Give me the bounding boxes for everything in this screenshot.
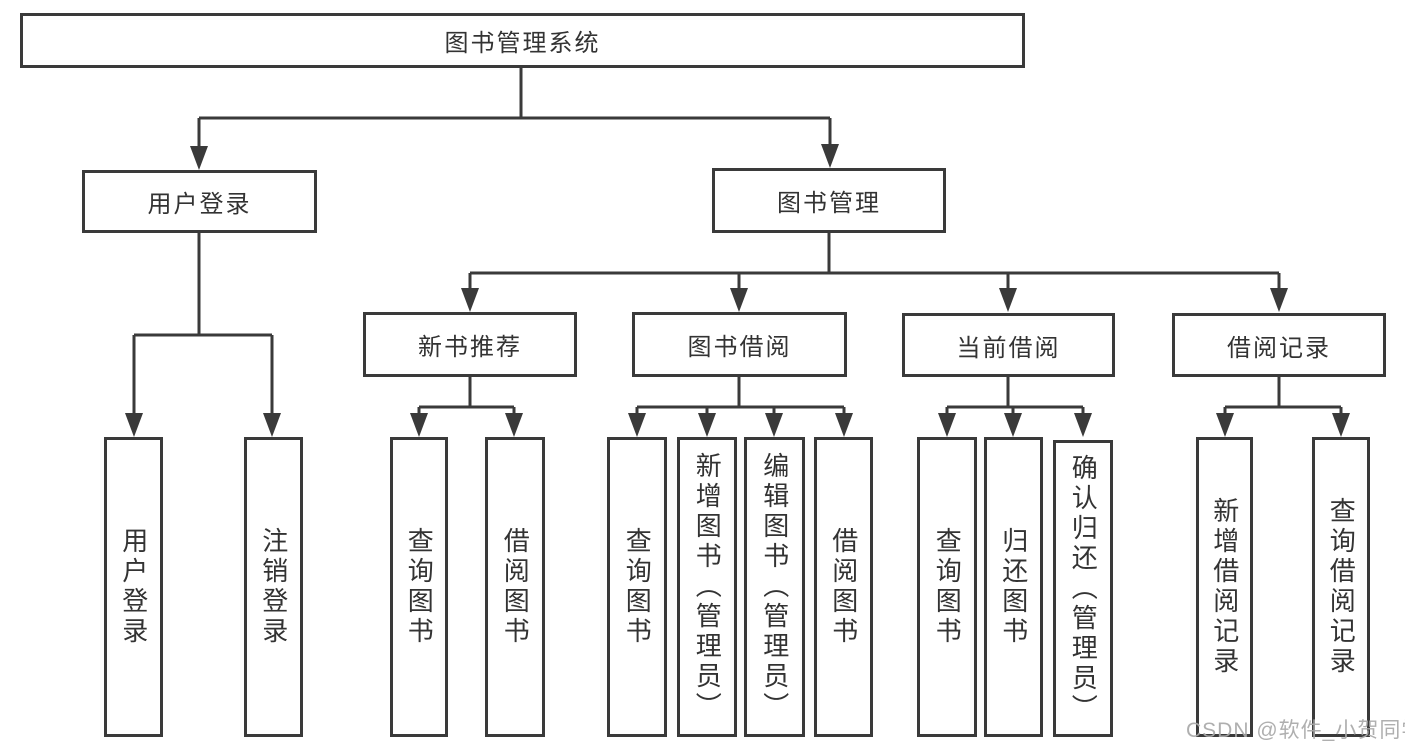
node-current-borrowing-label: 当前借阅 xyxy=(956,334,1061,362)
node-borrowing-records-label: 借阅记录 xyxy=(1227,334,1331,362)
leaf-add-borrow-record: 新增借阅记录 xyxy=(1196,437,1253,737)
leaf-query-books-borrowing: 查询图书 xyxy=(607,437,667,737)
leaf-borrow-books-borrowing: 借阅图书 xyxy=(814,437,873,737)
watermark: CSDN @软件_小贺同学 xyxy=(1186,719,1405,742)
leaf-query-books-borrowing-label: 查询图书 xyxy=(622,527,653,647)
leaf-user-login-label: 用户登录 xyxy=(118,527,149,647)
leaf-logout-login: 注销登录 xyxy=(244,437,303,737)
leaf-logout-login-label: 注销登录 xyxy=(258,527,289,647)
leaf-query-books-recommend-label: 查询图书 xyxy=(404,527,435,647)
node-book-management-label: 图书管理 xyxy=(777,190,881,217)
leaf-query-borrow-record-label: 查询借阅记录 xyxy=(1326,497,1357,677)
node-root-label: 图书管理系统 xyxy=(444,30,601,57)
arrowheads xyxy=(125,144,1350,437)
leaf-return-books-label: 归还图书 xyxy=(998,527,1029,647)
leaf-user-login: 用户登录 xyxy=(104,437,163,737)
leaf-query-borrow-record: 查询借阅记录 xyxy=(1312,437,1370,737)
node-user-login-label: 用户登录 xyxy=(147,191,252,218)
leaf-confirm-return-admin-label: 确认归还（管理员） xyxy=(1068,453,1099,724)
node-borrowing-records: 借阅记录 xyxy=(1172,313,1386,377)
leaf-confirm-return-admin: 确认归还（管理员） xyxy=(1053,440,1113,737)
leaf-borrow-books-recommend-label: 借阅图书 xyxy=(500,527,531,647)
node-book-borrowing: 图书借阅 xyxy=(632,312,847,377)
leaf-query-books-current-label: 查询图书 xyxy=(932,527,963,647)
node-new-book-recommend-label: 新书推荐 xyxy=(418,334,522,361)
leaf-add-books-admin: 新增图书（管理员） xyxy=(677,437,737,737)
node-book-borrowing-label: 图书借阅 xyxy=(687,334,792,361)
connector-path xyxy=(132,68,1343,417)
node-new-book-recommend: 新书推荐 xyxy=(363,312,577,377)
node-book-management: 图书管理 xyxy=(712,168,946,233)
leaf-query-books-recommend: 查询图书 xyxy=(390,437,448,737)
node-user-login: 用户登录 xyxy=(82,170,317,233)
leaf-borrow-books-borrowing-label: 借阅图书 xyxy=(828,527,859,647)
leaf-query-books-current: 查询图书 xyxy=(917,437,977,737)
node-root: 图书管理系统 xyxy=(20,13,1025,68)
leaf-edit-books-admin-label: 编辑图书（管理员） xyxy=(759,452,790,722)
leaf-return-books: 归还图书 xyxy=(984,437,1043,737)
leaf-add-borrow-record-label: 新增借阅记录 xyxy=(1209,497,1240,677)
leaf-borrow-books-recommend: 借阅图书 xyxy=(485,437,545,737)
node-current-borrowing: 当前借阅 xyxy=(902,313,1115,377)
leaf-edit-books-admin: 编辑图书（管理员） xyxy=(744,437,805,737)
leaf-add-books-admin-label: 新增图书（管理员） xyxy=(692,452,723,722)
